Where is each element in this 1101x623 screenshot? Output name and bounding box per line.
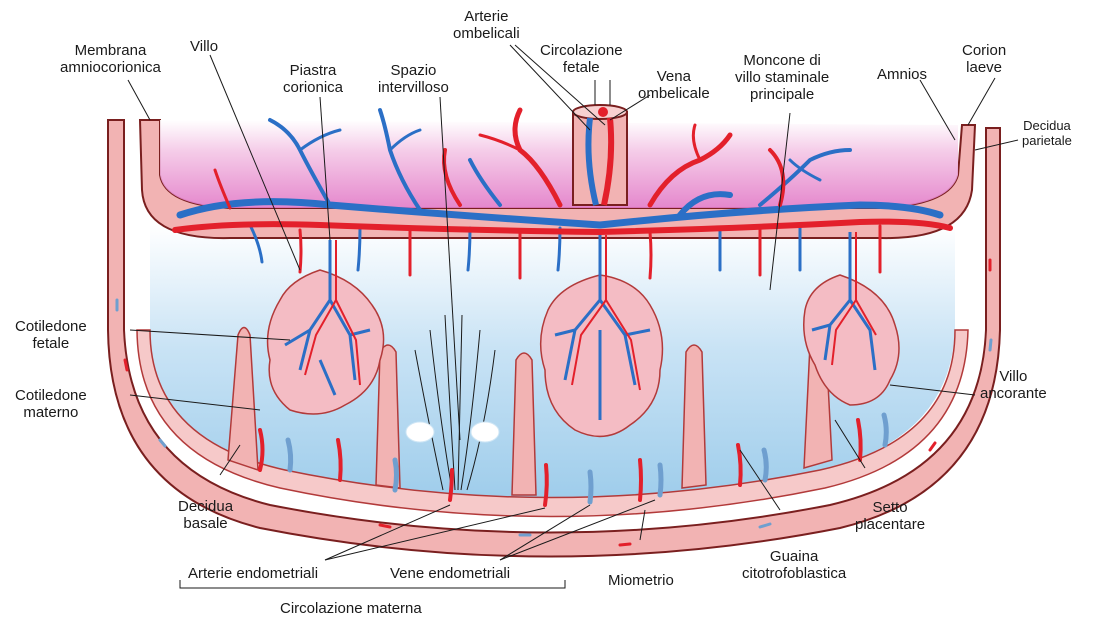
label-miometrio: Miometrio: [608, 572, 674, 589]
label-villo: Villo: [190, 38, 218, 55]
label-guaina-citotrofoblastica: Guaina citotrofoblastica: [742, 548, 846, 582]
label-corion-laeve: Corion laeve: [962, 42, 1006, 76]
label-membrana-amniocorionica: Membrana amniocorionica: [60, 42, 161, 76]
label-circolazione-fetale: Circolazione fetale: [540, 42, 623, 76]
label-vena-ombelicale: Vena ombelicale: [638, 68, 710, 102]
label-vene-endometriali: Vene endometriali: [390, 565, 510, 582]
label-arterie-ombelicali: Arterie ombelicali: [453, 8, 520, 42]
label-arterie-endometriali: Arterie endometriali: [188, 565, 318, 582]
label-cotiledone-fetale: Cotiledone fetale: [15, 318, 87, 352]
label-villo-ancorante: Villo ancorante: [980, 368, 1047, 402]
label-moncone-villo-staminale: Moncone di villo staminale principale: [735, 52, 829, 103]
label-cotiledone-materno: Cotiledone materno: [15, 387, 87, 421]
label-amnios: Amnios: [877, 66, 927, 83]
chorionic-fill: [160, 120, 958, 208]
label-decidua-parietale: Decidua parietale: [1022, 118, 1072, 148]
label-setto-placentare: Setto placentare: [855, 499, 925, 533]
label-spazio-intervilloso: Spazio intervilloso: [378, 62, 449, 96]
label-piastra-corionica: Piastra corionica: [283, 62, 343, 96]
label-decidua-basale: Decidua basale: [178, 498, 233, 532]
label-circolazione-materna: Circolazione materna: [280, 600, 422, 617]
